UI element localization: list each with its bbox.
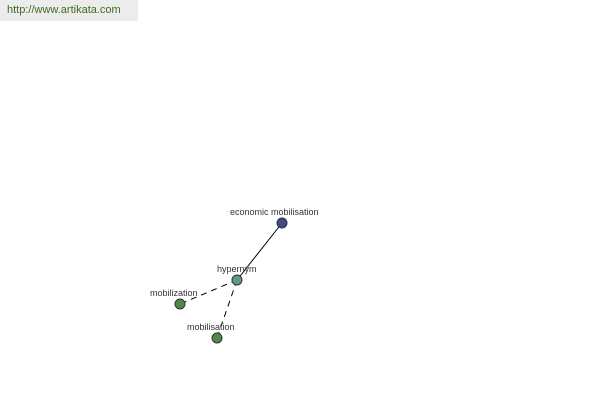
node-hypernym[interactable]: hypernym (217, 264, 257, 286)
node-mobilisation[interactable]: mobilisation (187, 322, 235, 344)
node-hypernym-label: hypernym (217, 264, 257, 274)
source-url-link[interactable]: http://www.artikata.com (7, 4, 121, 16)
node-hypernym-circle (231, 274, 243, 286)
node-mobilisation-circle (211, 332, 223, 344)
node-mobilization[interactable]: mobilization (150, 288, 198, 310)
node-mobilization-circle (174, 298, 186, 310)
node-economic-mobilisation-circle (276, 217, 288, 229)
edge-hypernym-economic-mobilisation (236, 222, 283, 281)
node-economic-mobilisation-label: economic mobilisation (230, 207, 319, 217)
node-economic-mobilisation[interactable]: economic mobilisation (230, 207, 319, 229)
node-mobilisation-label: mobilisation (187, 322, 235, 332)
node-mobilization-label: mobilization (150, 288, 198, 298)
source-url-banner: http://www.artikata.com (0, 0, 138, 21)
